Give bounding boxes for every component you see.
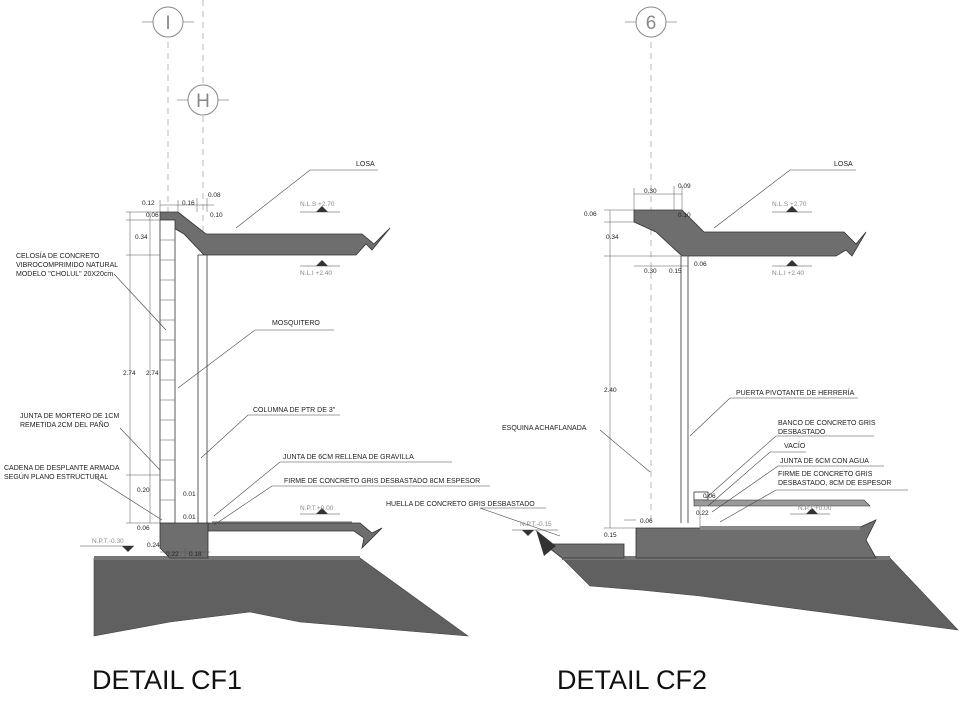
cf2-banco-line2: DESBASTADO — [778, 429, 826, 436]
cf2-bench-seat — [693, 499, 871, 507]
cf1-dim-274b: 2.74 — [146, 370, 159, 377]
cf1-dim-012: 0.12 — [142, 200, 155, 207]
cf2-leaders — [479, 169, 908, 537]
cf1-columna-label: COLUMNA DE PTR DE 3" — [253, 407, 336, 414]
cf1-celosia-line3: MODELO "CHOLUL" 20X20cm — [16, 271, 113, 278]
cf1-dim-001a: 0.01 — [183, 491, 196, 498]
cf1-nli-label: N.L.I +2.40 — [300, 270, 332, 277]
cf1-junta-mortero-line2: REMETIDA 2CM DEL PAÑO — [20, 420, 110, 429]
cf1-celosia-line2: VIBROCOMPRIMIDO NATURAL — [16, 262, 118, 269]
cf1-celosia-wall — [159, 219, 176, 524]
cf2-npt-label: N.P.T.+0.00 — [798, 505, 832, 512]
cf1-dim-006: 0.06 — [146, 212, 159, 219]
cf2-dim-010: 0.10 — [678, 212, 691, 219]
cf1-losa-label: LOSA — [356, 161, 375, 168]
cf1-dim-022: 0.22 — [166, 551, 179, 558]
cf1-level-mark-nli — [316, 260, 328, 266]
detail-cf2: LOSA N.L.S +2.70 N.L.I +2.40 N.P.T.+0.00… — [386, 161, 959, 631]
cf2-dim-034: 0.34 — [606, 234, 619, 241]
cf2-firme-line2: DESBASTADO, 8CM DE ESPESOR — [778, 480, 891, 487]
cf2-losa-label: LOSA — [834, 161, 853, 168]
cf1-celosia-line1: CELOSÍA DE CONCRETO — [16, 251, 100, 260]
cf1-dim-024: 0.24 — [147, 542, 160, 549]
cf1-mosquitero-label: MOSQUITERO — [272, 320, 320, 327]
cf1-floor-slab — [207, 522, 383, 550]
cf2-npt-low-label: N.P.T.-0.15 — [520, 521, 552, 528]
cf2-dim-030b: 0.30 — [644, 268, 657, 275]
cf1-ground-top — [94, 556, 360, 560]
cf2-level-mark-nli — [786, 260, 798, 266]
cf1-ptr-column — [197, 254, 208, 524]
cf1-celosia-blocks — [160, 239, 175, 501]
cf2-firme-line1: FIRME DE CONCRETO GRIS — [778, 471, 873, 478]
axis-marker-6: 6 — [625, 6, 677, 520]
cf2-level-mark-nls — [786, 206, 798, 212]
cf1-roof-slab — [159, 211, 391, 256]
cf1-dim-034: 0.34 — [135, 234, 148, 241]
cf2-dim-006: 0.06 — [584, 211, 597, 218]
cf2-esquina-label: ESQUINA ACHAFLANADA — [502, 425, 587, 432]
cf2-dim-006d: 0.06 — [640, 518, 653, 525]
cf1-dim-020: 0.20 — [137, 487, 150, 494]
cf1-npt-low-label: N.P.T.-0.30 — [92, 538, 124, 545]
cf2-dim-030a: 0.30 — [644, 188, 657, 195]
cf1-level-mark-npt — [316, 508, 328, 514]
detail-cf1-title: DETAIL CF1 — [92, 665, 242, 695]
cf1-dim-008: 0.08 — [208, 192, 221, 199]
cf2-floor-slab — [635, 519, 877, 559]
cf2-vacio-label: VACÍO — [784, 441, 806, 450]
cf2-dim-009: 0.09 — [678, 183, 691, 190]
cf2-roof-slab — [633, 209, 867, 257]
axis-h-label: H — [196, 91, 210, 112]
cf2-dimension-lines — [604, 186, 688, 545]
cf2-dim-006b: 0.06 — [694, 261, 707, 268]
cf2-dim-015b: 0.15 — [604, 532, 617, 539]
cf1-dim-006b: 0.06 — [137, 525, 150, 532]
cf1-dimension-lines — [126, 198, 214, 556]
cf1-level-mark-nls — [316, 206, 328, 212]
cf2-banco-line1: BANCO DE CONCRETO GRIS — [778, 420, 876, 427]
cf2-nls-label: N.L.S +2.70 — [772, 201, 807, 208]
cf2-ground — [561, 557, 959, 631]
cf2-dim-240: 2.40 — [604, 387, 617, 394]
cf2-dim-022: 0.22 — [696, 510, 709, 517]
cf1-dim-018: 0.18 — [189, 551, 202, 558]
cf1-dim-274a: 2.74 — [123, 370, 136, 377]
cf2-dim-006c: 0.06 — [703, 493, 716, 500]
cf2-break-left — [536, 530, 556, 556]
axis-i-label: I — [165, 13, 170, 34]
cf2-huella-label: HUELLA DE CONCRETO GRIS DESBASTADO — [386, 501, 535, 508]
cf2-puerta-label: PUERTA PIVOTANTE DE HERRERÍA — [736, 388, 855, 397]
cf2-dim-015a: 0.15 — [669, 268, 682, 275]
detail-cf2-title: DETAIL CF2 — [557, 665, 707, 695]
cf2-level-mark-npt-low — [522, 530, 534, 536]
cf1-junta-gravilla-label: JUNTA DE 6CM RELLENA DE GRAVILLA — [283, 454, 414, 461]
cf1-dim-001b: 0.01 — [183, 514, 196, 521]
cf2-junta-agua-label: JUNTA DE 6CM CON AGUA — [780, 458, 869, 465]
cf2-nli-label: N.L.I +2.40 — [772, 270, 804, 277]
cf2-step — [542, 543, 625, 559]
cf1-ground — [93, 557, 470, 637]
cf1-cadena-line2: SEGÚN PLANO ESTRUCTURAL — [4, 472, 108, 481]
cf1-junta-mortero-line1: JUNTA DE MORTERO DE 1CM — [20, 413, 119, 420]
detail-cf1: LOSA N.L.S +2.70 N.L.I +2.40 N.P.T.+0.00… — [4, 161, 490, 637]
cf1-cadena-line1: CADENA DE DESPLANTE ARMADA — [4, 465, 120, 472]
cf1-level-mark-npt-low — [122, 546, 134, 552]
axis-6-label: 6 — [646, 13, 657, 34]
cf1-dim-010: 0.10 — [210, 212, 223, 219]
cf2-water-joint — [700, 526, 860, 530]
cf1-firme-label: FIRME DE CONCRETO GRIS DESBASTADO 8CM ES… — [284, 478, 480, 485]
cf1-npt-label: N.P.T.+0.00 — [300, 505, 334, 512]
cf2-level-mark-npt — [806, 508, 818, 514]
cf1-nls-label: N.L.S +2.70 — [300, 201, 335, 208]
cf1-dim-016: 0.16 — [182, 200, 195, 207]
